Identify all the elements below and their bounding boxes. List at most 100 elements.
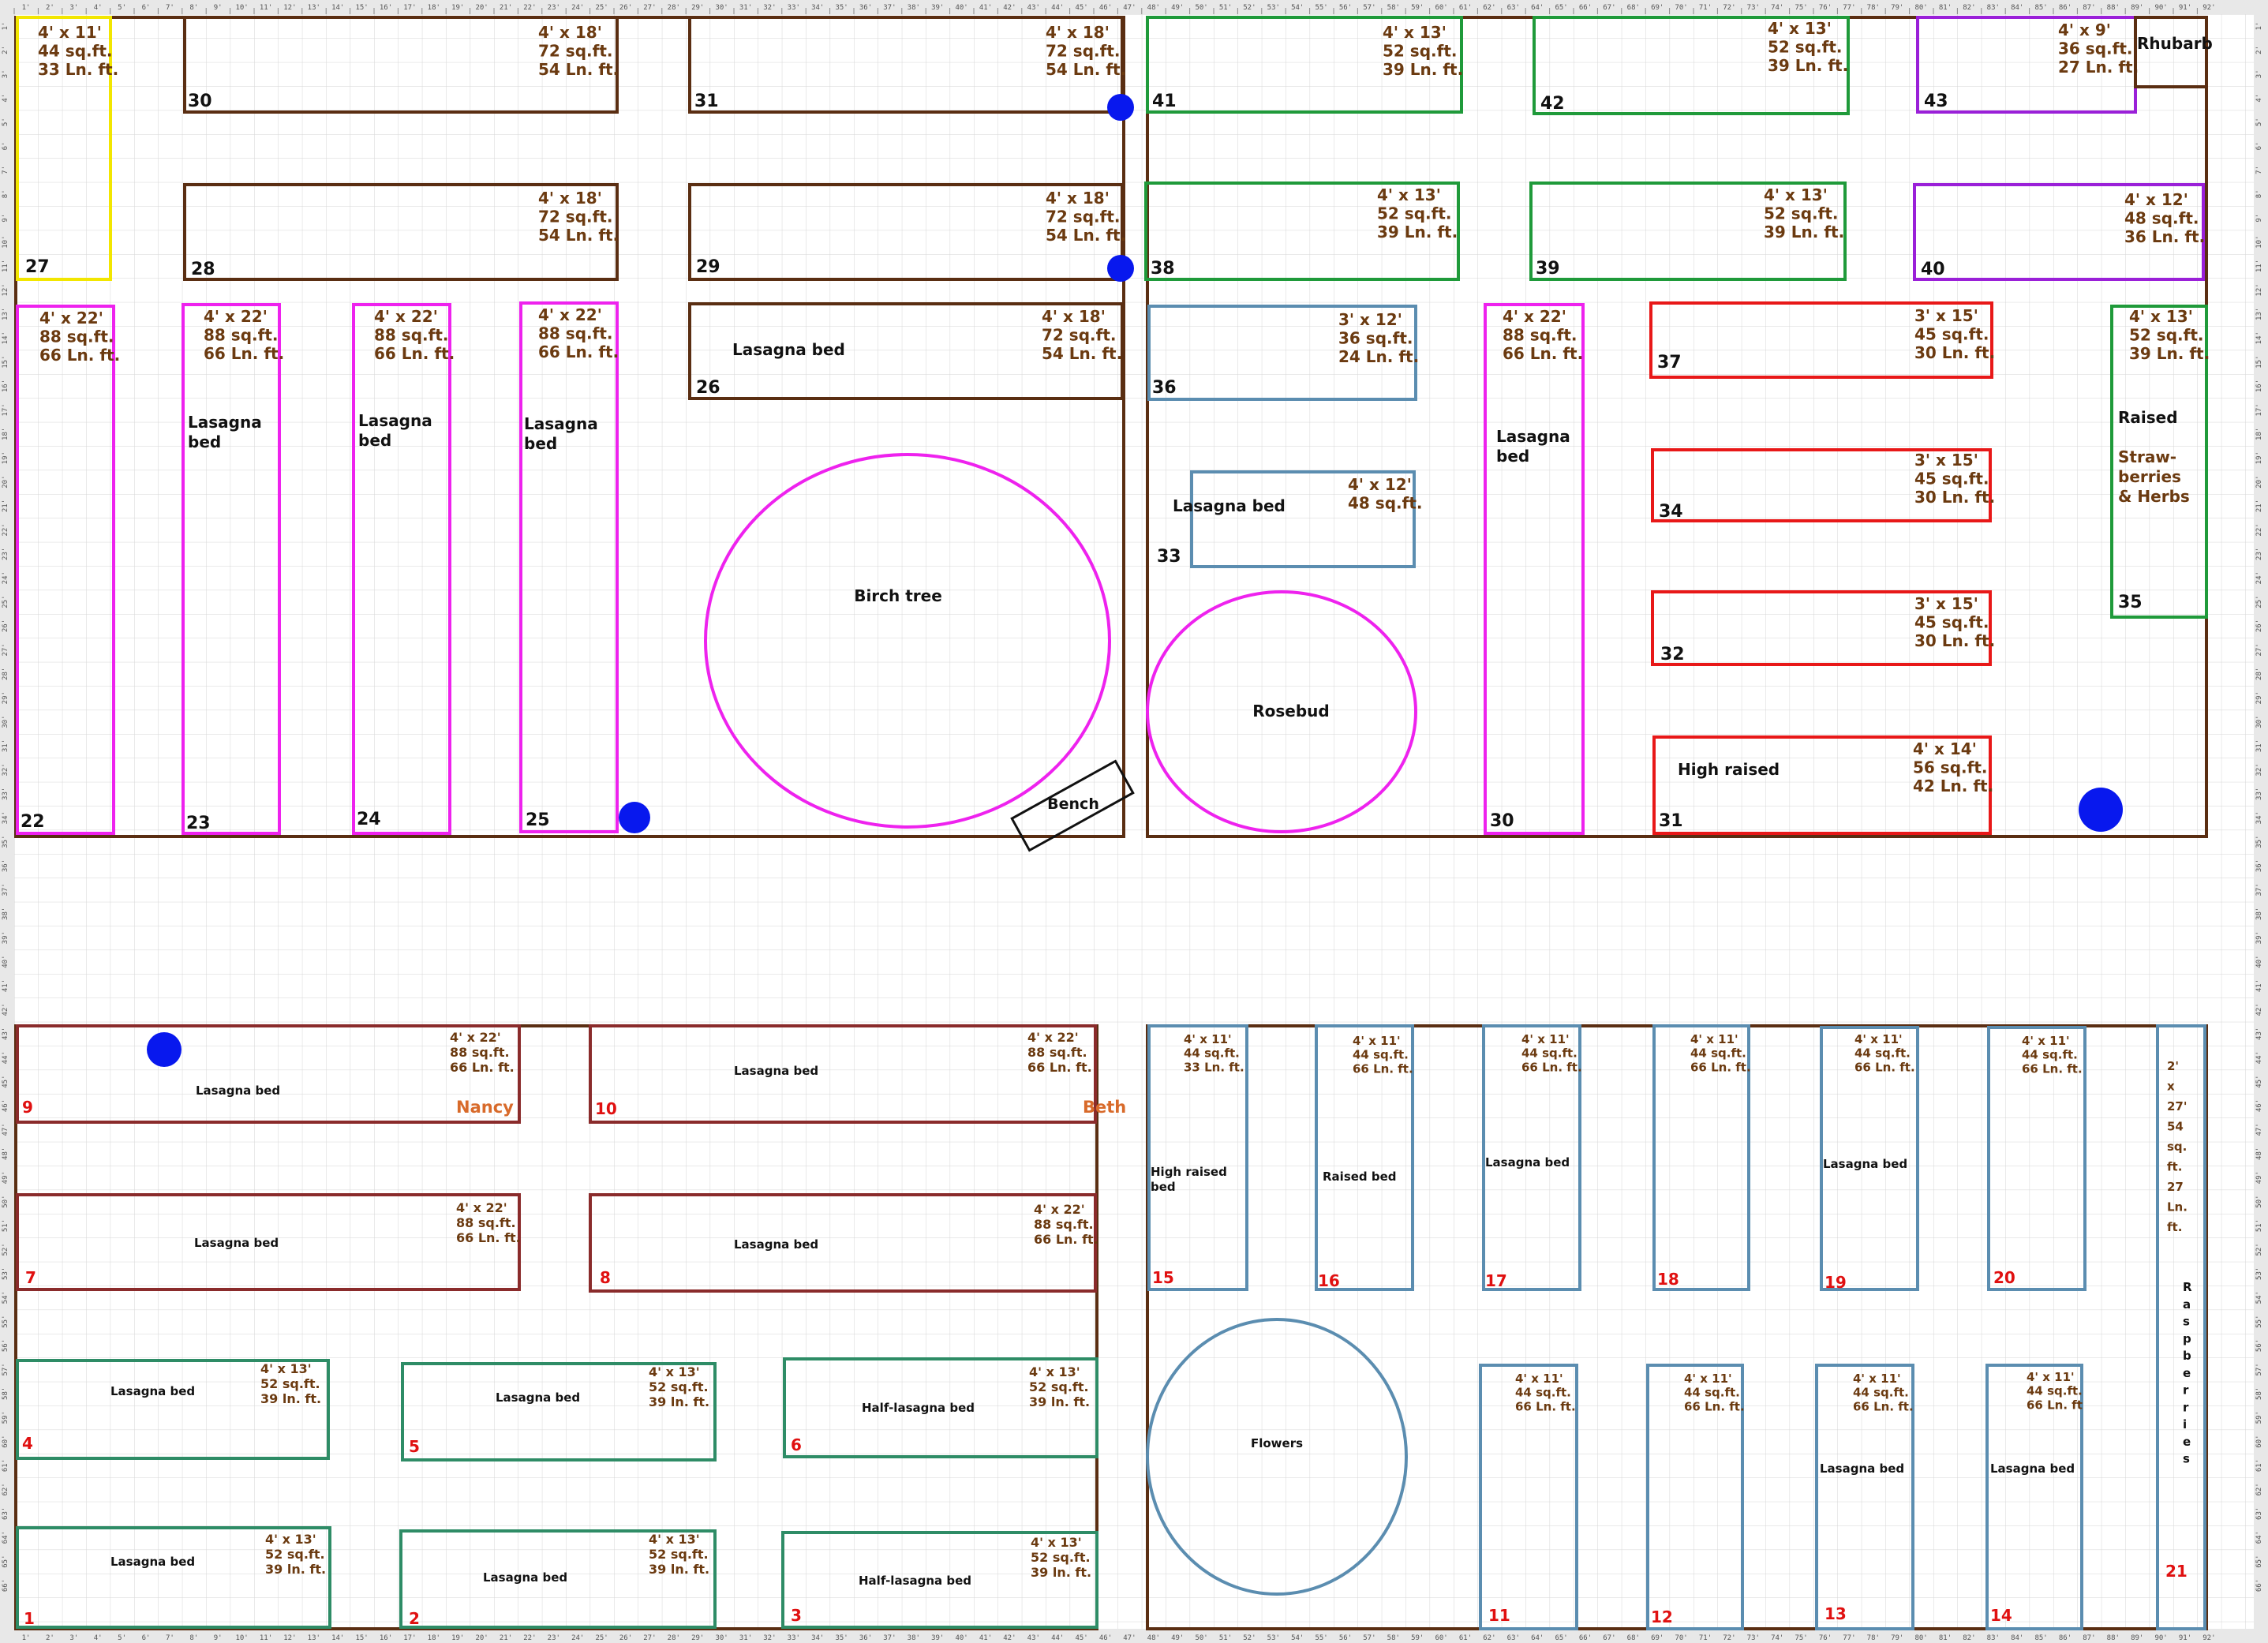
bed-dimensions: 66 Ln. ft. — [456, 1230, 521, 1245]
bed-3: 4' x 13'52 sq.ft.39 ln. ft.Half-lasagna … — [781, 1531, 1098, 1629]
ruler-bottom-label: 36' — [859, 1634, 872, 1642]
blue-marker — [619, 802, 650, 833]
bed-dimensions: 4' x 11' — [1521, 1032, 1570, 1046]
ruler-bottom-label: 62' — [1483, 1634, 1495, 1642]
ruler-right-label: 57' — [2255, 1363, 2263, 1375]
ruler-left-label: 31' — [2, 739, 9, 752]
ruler-bottom-label: 29' — [691, 1634, 704, 1642]
bed-dimensions: 4' x 22' — [1503, 307, 1566, 326]
ruler-bottom-label: 68' — [1627, 1634, 1640, 1642]
bed-dimensions: 72 sq.ft. — [538, 208, 612, 226]
ruler-top-label: 28' — [668, 4, 680, 12]
ruler-left-label: 48' — [2, 1147, 9, 1160]
ruler-bottom-label: 7' — [166, 1634, 174, 1642]
ruler-right-label: 47' — [2255, 1123, 2263, 1136]
ruler-bottom-label: 82' — [1963, 1634, 1975, 1642]
ruler-top-label: 8' — [189, 4, 198, 12]
ruler-top-label: 91' — [2179, 4, 2191, 12]
ruler-bottom-label: 51' — [1219, 1634, 1232, 1642]
ruler-top-label: 52' — [1243, 4, 1256, 12]
ruler-bottom-label: 20' — [475, 1634, 488, 1642]
bed-number: 39 — [1536, 259, 1560, 279]
ruler-left-label: 8' — [2, 189, 9, 198]
bed-dimensions: 48 sq.ft. — [2124, 209, 2199, 228]
bed-label: Lasagna bed — [734, 1237, 818, 1252]
ruler-left-label: 18' — [2, 428, 9, 440]
ruler-right-label: 26' — [2255, 619, 2263, 632]
ruler-right-label: 49' — [2255, 1171, 2263, 1184]
ruler-bottom-label: 12' — [283, 1634, 296, 1642]
bed-dimensions: 39 Ln. ft. — [1768, 56, 1848, 75]
bed-29: 4' x 18'72 sq.ft.54 Ln. ft.29 — [688, 183, 1126, 281]
ruler-left-label: 32' — [2, 763, 9, 776]
ruler-bottom-label: 10' — [235, 1634, 248, 1642]
ruler-left-label: 29' — [2, 691, 9, 704]
bed-label: Lasagna bed — [110, 1555, 195, 1569]
bed-number: 29 — [696, 257, 720, 277]
bed-dimensions: 4' x 11' — [38, 23, 102, 42]
ruler-bottom-label: 30' — [715, 1634, 728, 1642]
bed-dimensions: 4' x 11' — [1684, 1372, 1732, 1386]
ruler-left-label: 34' — [2, 811, 9, 824]
bed-label: Lasagna bed — [1173, 496, 1286, 515]
bed-dimensions: 4' x 13' — [649, 1364, 700, 1379]
bed-dimensions: 4' x 22' — [1034, 1202, 1085, 1217]
bed-dimensions: 72 sq.ft. — [1042, 326, 1116, 345]
ruler-top-label: 57' — [1363, 4, 1375, 12]
bed-dimensions: 72 sq.ft. — [538, 42, 612, 61]
bed-dimensions: 30 Ln. ft. — [1914, 488, 1995, 507]
ruler-right-label: 34' — [2255, 811, 2263, 824]
ruler-right-label: 18' — [2255, 428, 2263, 440]
bed-label: Lasagna — [524, 414, 598, 433]
feature-outline — [1146, 1318, 1408, 1596]
bed-28: 4' x 18'72 sq.ft.54 Ln. ft.28 — [183, 183, 619, 281]
bed-dimensions: 88 sq.ft. — [374, 326, 448, 345]
ruler-bottom-label: 31' — [739, 1634, 752, 1642]
bed-dimensions: 39 ln. ft. — [649, 1562, 709, 1577]
ruler-top-label: 27' — [643, 4, 656, 12]
ruler-bottom-label: 2' — [46, 1634, 54, 1642]
ruler-right-label: 40' — [2255, 955, 2263, 967]
ruler-top-label: 65' — [1555, 4, 1567, 12]
bed-outline — [781, 1531, 1098, 1629]
ruler-bottom-label: 14' — [331, 1634, 344, 1642]
ruler-bottom-label: 76' — [1819, 1634, 1832, 1642]
ruler-bottom-label: 18' — [428, 1634, 440, 1642]
ruler-bottom-label: 5' — [118, 1634, 126, 1642]
bed-dimensions: 66 Ln. ft. — [1853, 1399, 1914, 1413]
ruler-top-label: 80' — [1914, 4, 1927, 12]
bed-label: e — [2183, 1435, 2191, 1449]
ruler-left-label: 9' — [2, 214, 9, 223]
bed-dimensions: 44 sq.ft. — [1353, 1048, 1409, 1062]
bed-outline — [183, 16, 619, 114]
ruler-bottom-label: 66' — [1579, 1634, 1592, 1642]
ruler-top-label: 64' — [1531, 4, 1544, 12]
bed-dimensions: 4' x 22' — [39, 309, 103, 327]
ruler-right-label: 25' — [2255, 595, 2263, 608]
ruler-right-label: 60' — [2255, 1435, 2263, 1447]
ruler-bottom-label: 17' — [403, 1634, 416, 1642]
bed-dimensions: 4' x 11' — [1853, 1372, 1901, 1386]
ruler-bottom-label: 55' — [1315, 1634, 1327, 1642]
bed-owner: Nancy — [456, 1098, 514, 1117]
ruler-right-label: 8' — [2255, 189, 2263, 198]
bed-number: 30 — [1490, 811, 1514, 831]
ruler-top-label: 17' — [403, 4, 416, 12]
ruler-right-label: 53' — [2255, 1267, 2263, 1280]
ruler-bottom-label: 9' — [214, 1634, 223, 1642]
ruler-right-label: 50' — [2255, 1195, 2263, 1207]
bed-number: 9 — [22, 1098, 33, 1117]
bed-dimensions: 2' — [2167, 1059, 2179, 1073]
bed-dimensions: 56 sq.ft. — [1913, 758, 1987, 777]
ruler-top-label: 15' — [355, 4, 368, 12]
ruler-top-label: 72' — [1723, 4, 1735, 12]
bed-dimensions: 66 Ln. ft. — [2022, 1061, 2083, 1076]
ruler-right-label: 61' — [2255, 1459, 2263, 1472]
ruler-top-label: 76' — [1819, 4, 1832, 12]
bed-dimensions: 66 Ln. ft. — [1684, 1399, 1745, 1413]
bed-label: bed — [1151, 1180, 1176, 1194]
ruler-bottom-label: 28' — [668, 1634, 680, 1642]
bed-label: s — [2183, 1315, 2190, 1329]
